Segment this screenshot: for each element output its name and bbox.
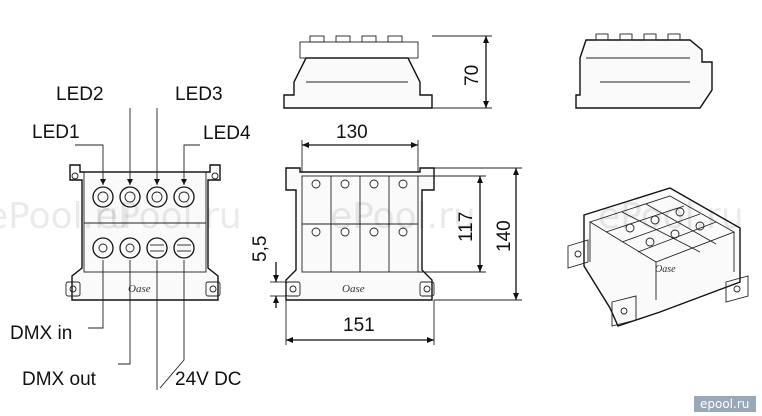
connector-led3 <box>146 186 168 208</box>
watermark-2: ePool.ru <box>96 196 242 237</box>
watermark-3: ePool.ru <box>330 196 476 237</box>
label-dmx-out: DMX out <box>22 369 97 390</box>
front-logo: Oase <box>128 283 151 295</box>
dim-depth-140: 140 <box>494 220 515 252</box>
label-led3: LED3 <box>175 84 223 105</box>
dim-offset-5-5: 5,5 <box>250 236 271 262</box>
side-view-top <box>283 35 492 109</box>
connector-led2 <box>119 186 141 208</box>
connector-power-a <box>146 237 168 259</box>
front-view-connectors: Oase <box>65 164 221 301</box>
site-badge: epool.ru <box>694 396 756 412</box>
dim-width-130: 130 <box>336 122 368 143</box>
label-24v-dc: 24V DC <box>175 369 242 390</box>
label-dmx-in: DMX in <box>10 323 72 344</box>
dim-height-70: 70 <box>462 65 483 86</box>
side-view-right <box>575 33 713 109</box>
connector-led4 <box>173 186 195 208</box>
leader-lines <box>75 108 200 390</box>
dim-width-151: 151 <box>343 315 375 336</box>
connector-power-b <box>173 237 195 259</box>
isometric-view: Oase <box>567 187 749 327</box>
connector-dmx-out <box>119 237 141 259</box>
watermark-4: ePool.ru <box>598 196 744 237</box>
label-led1: LED1 <box>32 122 80 143</box>
connector-led1 <box>92 186 114 208</box>
top-logo: Oase <box>342 283 365 295</box>
connector-dmx-in <box>92 237 114 259</box>
label-led4: LED4 <box>203 123 251 144</box>
dim-depth-117: 117 <box>456 212 477 242</box>
site-badge-text: epool.ru <box>700 397 749 411</box>
watermark-1: ePool.ru <box>0 196 132 237</box>
iso-logo: Oase <box>655 264 676 275</box>
label-led2: LED2 <box>56 84 104 105</box>
top-view-lid: Oase <box>270 140 522 345</box>
